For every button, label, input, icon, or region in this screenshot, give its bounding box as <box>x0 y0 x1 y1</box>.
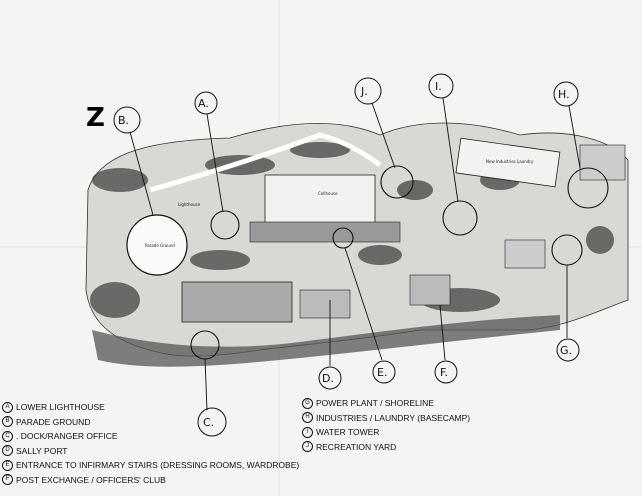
label-parade-ground: Parade Ground <box>145 243 175 248</box>
legend-item: C. Dock/Ranger Office <box>2 429 299 444</box>
callout-d: D. <box>318 366 342 390</box>
svg-text:A.: A. <box>198 97 209 110</box>
legend-item: BParade Ground <box>2 415 299 430</box>
legend-text: Sally Port <box>16 445 68 456</box>
legend-text: Lower Lighthouse <box>16 402 105 412</box>
legend-key: A <box>2 401 13 413</box>
legend-key: B <box>2 416 13 428</box>
callout-g: G. <box>556 338 580 362</box>
legend-item: EEntrance to Infirmary Stairs (Dressing … <box>2 458 299 473</box>
legend-left: ALower Lighthouse BParade Ground C. Dock… <box>2 400 299 487</box>
svg-text:E.: E. <box>377 366 387 379</box>
legend-key: E <box>2 459 13 471</box>
legend-key: F <box>2 474 13 486</box>
legend-right: GPower Plant / Shoreline HIndustries / L… <box>302 396 470 454</box>
callout-f: F. <box>434 360 458 384</box>
label-lighthouse: Lighthouse <box>178 202 201 207</box>
cellhouse-building <box>264 174 376 226</box>
legend-item: GPower Plant / Shoreline <box>302 396 470 411</box>
legend-key: I <box>302 426 313 438</box>
legend-text: Power Plant / Shoreline <box>316 398 434 408</box>
svg-text:C.: C. <box>203 416 214 429</box>
legend-text: Industries / Laundry (Basecamp) <box>316 412 471 423</box>
legend-key: J <box>302 441 313 453</box>
legend-key: G <box>302 397 313 409</box>
legend-text: . Dock/Ranger Office <box>16 431 118 441</box>
north-mark: Z <box>86 103 105 133</box>
callout-h: H. <box>553 81 579 107</box>
laundry-building <box>455 137 561 188</box>
label-cellhouse: Cellhouse <box>318 191 338 196</box>
callout-j: J. <box>354 77 382 105</box>
svg-text:D.: D. <box>322 372 334 385</box>
callout-c: C. <box>197 407 227 437</box>
svg-text:B.: B. <box>118 114 129 127</box>
legend-key: D <box>2 445 13 457</box>
parade-ground-circle <box>126 214 188 276</box>
legend-item: IWater Tower <box>302 425 470 440</box>
legend-text: Water Tower <box>316 427 380 437</box>
label-laundry: New Industries Laundry <box>486 159 534 164</box>
legend-key: H <box>302 412 313 424</box>
legend-text: Post Exchange / Officers' Club <box>16 474 166 485</box>
legend-text: Parade Ground <box>16 416 91 427</box>
svg-text:J.: J. <box>360 85 368 98</box>
cellhouse-wing <box>249 221 401 243</box>
callout-e: E. <box>372 360 396 384</box>
leader-lines <box>129 97 581 411</box>
legend-text: Entrance to Infirmary Stairs (Dressing R… <box>16 460 300 470</box>
legend-key: C <box>2 430 13 442</box>
callout-i: I. <box>428 73 454 99</box>
svg-text:G.: G. <box>560 344 572 357</box>
svg-text:I.: I. <box>435 80 442 93</box>
water <box>92 315 560 367</box>
legend-item: ALower Lighthouse <box>2 400 299 415</box>
legend-item: FPost Exchange / Officers' Club <box>2 473 299 488</box>
legend-item: DSally Port <box>2 444 299 459</box>
callout-b: B. <box>113 106 141 134</box>
svg-text:F.: F. <box>440 366 448 379</box>
legend-item: JRecreation Yard <box>302 440 470 455</box>
road <box>149 132 382 193</box>
svg-text:H.: H. <box>558 88 570 101</box>
legend-text: Recreation Yard <box>316 441 397 452</box>
legend-item: HIndustries / Laundry (Basecamp) <box>302 411 470 426</box>
building-block <box>181 281 293 323</box>
building-block <box>409 274 451 306</box>
target-circles <box>190 165 609 360</box>
building-block <box>299 289 351 319</box>
callout-a: A. <box>194 91 218 115</box>
building-block <box>504 239 546 269</box>
